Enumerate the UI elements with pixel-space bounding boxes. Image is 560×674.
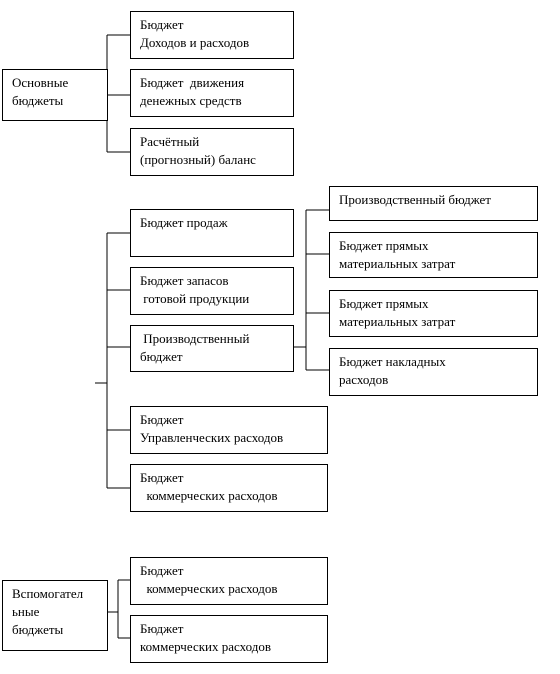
direct-materials-budget-node-2: Бюджет прямых материальных затрат [329,290,538,337]
cash-flow-budget-node: Бюджет движения денежных средств [130,69,294,117]
forecast-balance-node: Расчётный (прогнозный) баланс [130,128,294,176]
main-budgets-node: Основные бюджеты [2,69,108,121]
commercial-expenses-budget-node: Бюджет коммерческих расходов [130,464,328,512]
auxiliary-budgets-node: Вспомогател ьные бюджеты [2,580,108,651]
administrative-expenses-budget-node: Бюджет Управленческих расходов [130,406,328,454]
sales-budget-node: Бюджет продаж [130,209,294,257]
income-expense-budget-node: Бюджет Доходов и расходов [130,11,294,59]
production-budget-node: Производственный бюджет [130,325,294,372]
finished-goods-inventory-budget-node: Бюджет запасов готовой продукции [130,267,294,315]
auxiliary-commercial-budget-node-1: Бюджет коммерческих расходов [130,557,328,605]
overhead-budget-node: Бюджет накладных расходов [329,348,538,396]
production-sub-budget-node: Производственный бюджет [329,186,538,221]
auxiliary-commercial-budget-node-2: Бюджет коммерческих расходов [130,615,328,663]
direct-materials-budget-node-1: Бюджет прямых материальных затрат [329,232,538,278]
